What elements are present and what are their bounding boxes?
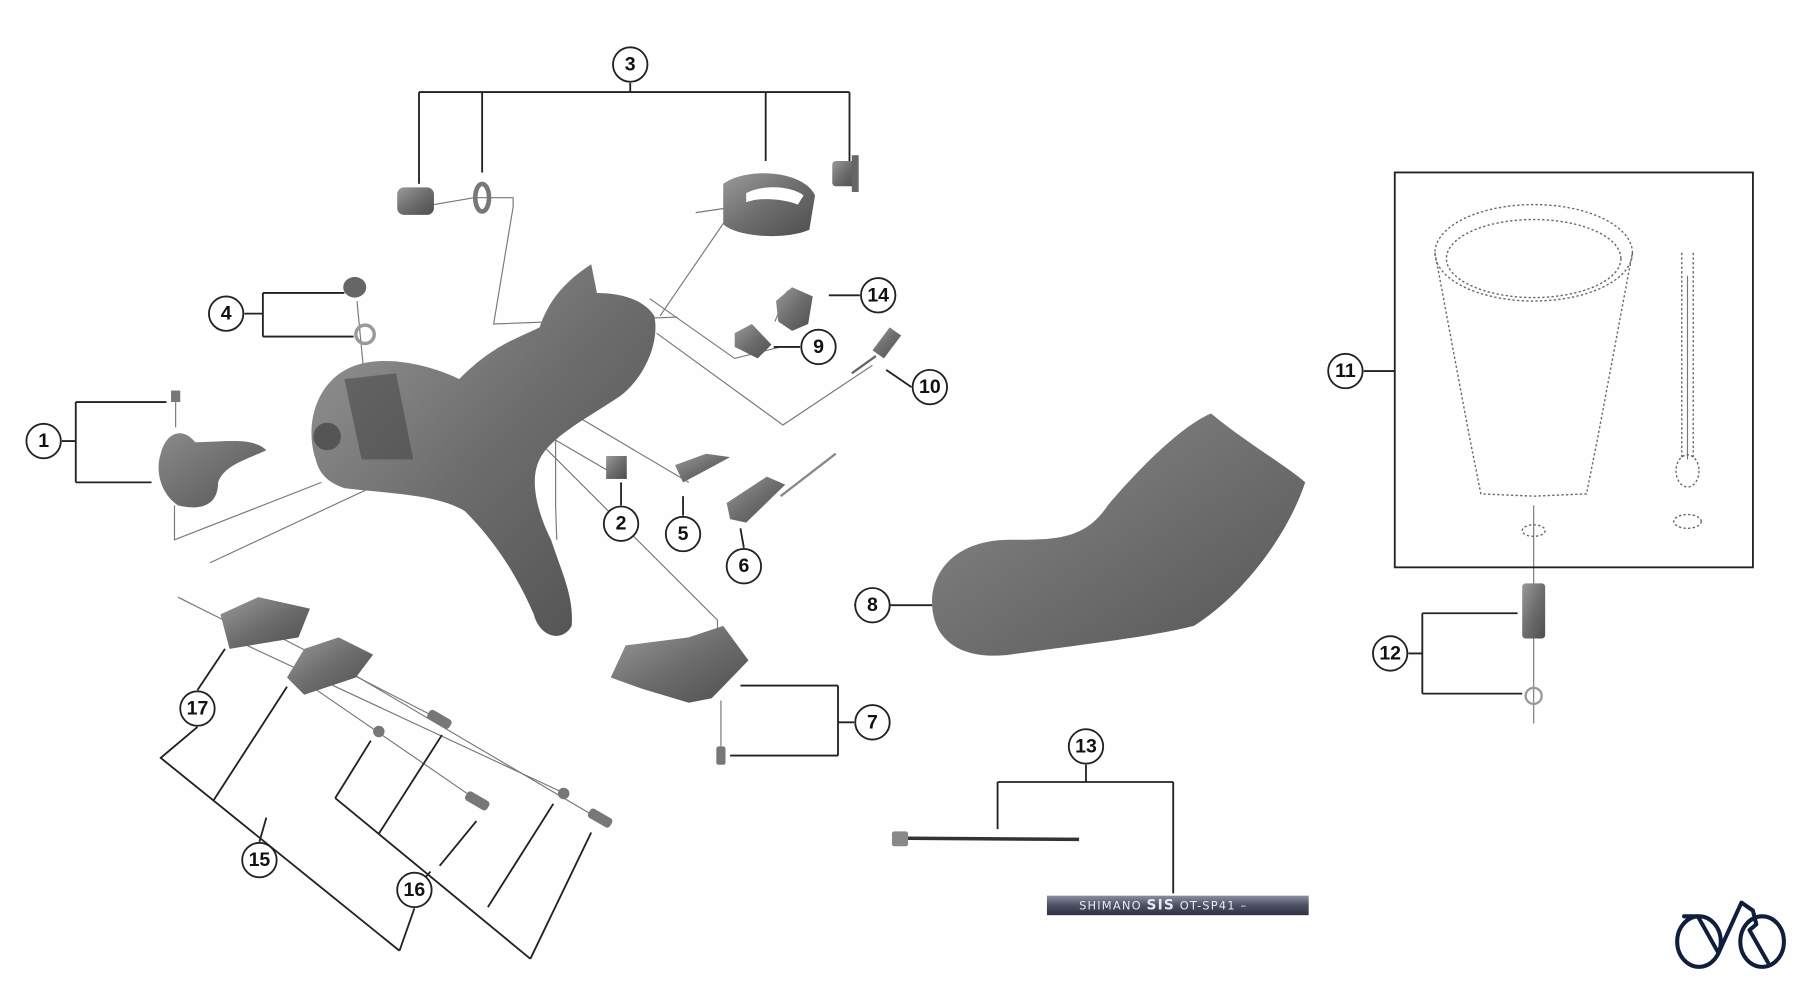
callout-5[interactable]: 5	[664, 515, 702, 553]
part-8-hood	[932, 413, 1306, 656]
callout-label: 1	[38, 430, 49, 452]
callout-15[interactable]: 15	[241, 841, 278, 879]
callout-label: 17	[187, 698, 209, 720]
part-1	[158, 433, 267, 508]
callout-6[interactable]: 6	[725, 548, 763, 585]
callout-label: 4	[221, 303, 232, 325]
bicycle-icon[interactable]	[1675, 900, 1786, 969]
callout-4[interactable]: 4	[208, 295, 245, 332]
callout-2[interactable]: 2	[602, 505, 640, 542]
part-6	[726, 476, 786, 523]
part-4-cap	[343, 276, 367, 298]
part-14	[776, 287, 813, 331]
callout-11[interactable]: 11	[1327, 352, 1364, 390]
part-11-box	[1393, 171, 1754, 569]
callout-label: 6	[738, 555, 749, 577]
callout-label: 5	[678, 523, 689, 545]
callouts: 1 2 3 4 5 6 7 8 9 10 11 12 13 14 15 16 1…	[25, 46, 1409, 909]
part-12	[1522, 583, 1546, 639]
callout-label: 14	[867, 284, 889, 306]
part-13-housing	[1046, 895, 1309, 916]
callout-label: 12	[1379, 642, 1401, 664]
housing-brand: SHIMANO	[1079, 898, 1142, 912]
housing-code: OT-SP41 –	[1180, 898, 1248, 912]
callout-7[interactable]: 7	[854, 704, 891, 741]
part-10	[872, 327, 902, 359]
assembly-leader-lines	[173, 197, 1689, 822]
callout-1[interactable]: 1	[25, 422, 62, 460]
parts: SHIMANO SIS OT-SP41 –	[158, 155, 1754, 916]
lever-body	[311, 264, 656, 636]
housing-series: SIS	[1147, 897, 1175, 913]
part-3b	[832, 160, 856, 187]
callout-label: 7	[867, 711, 878, 733]
callout-10[interactable]: 10	[911, 368, 948, 406]
callout-3[interactable]: 3	[612, 46, 649, 83]
callout-13[interactable]: 13	[1067, 728, 1105, 765]
callout-16[interactable]: 16	[396, 871, 433, 909]
callout-label: 8	[867, 594, 878, 616]
part-7	[610, 625, 749, 703]
callout-14[interactable]: 14	[860, 277, 897, 314]
callout-brackets	[61, 82, 1523, 960]
part-2	[606, 455, 627, 479]
svg-text:SHIMANO SIS OT-SP41 –: SHIMANO SIS OT-SP41 –	[1079, 897, 1247, 913]
callout-12[interactable]: 12	[1372, 635, 1409, 672]
callout-label: 3	[625, 54, 636, 76]
part-3a	[397, 187, 434, 215]
part-5	[675, 453, 731, 483]
callout-8[interactable]: 8	[854, 587, 891, 624]
part-13-cable-end	[891, 831, 909, 847]
callout-label: 16	[404, 879, 426, 901]
callout-label: 13	[1075, 735, 1097, 757]
callout-label: 10	[919, 376, 941, 398]
callout-9[interactable]: 9	[800, 328, 837, 366]
part-17	[220, 597, 310, 649]
callout-label: 2	[616, 513, 627, 535]
part-15	[286, 637, 374, 695]
callout-label: 9	[813, 336, 824, 358]
callout-label: 15	[249, 849, 271, 871]
part-3-clamp	[723, 173, 816, 237]
callout-17[interactable]: 17	[179, 690, 216, 727]
callout-label: 11	[1335, 360, 1356, 382]
part-9	[734, 323, 772, 359]
